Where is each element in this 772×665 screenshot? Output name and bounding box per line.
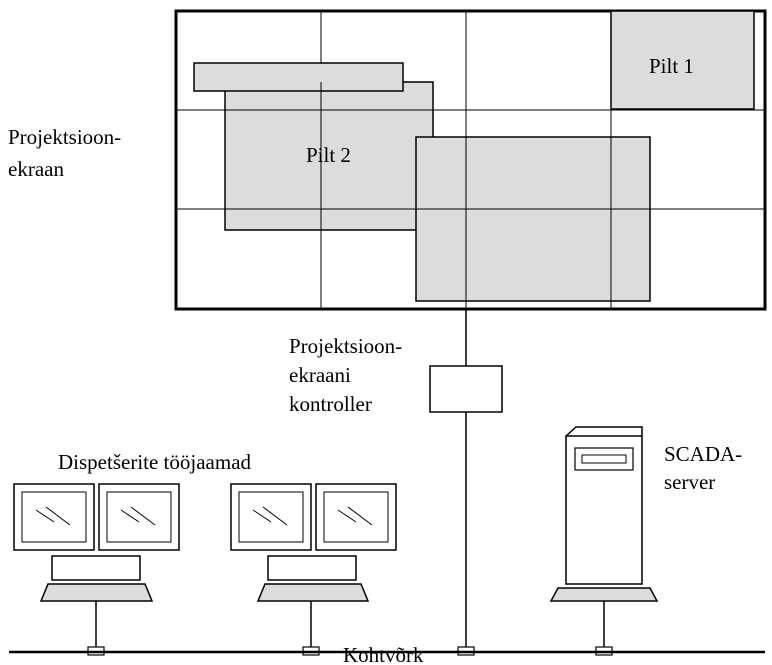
projection-screen: Pilt 1 Pilt 2 bbox=[174, 9, 767, 311]
keyboard-icon bbox=[256, 583, 370, 602]
workstation-1 bbox=[13, 483, 180, 656]
controller-label-line2: ekraani bbox=[289, 363, 351, 387]
projection-screen-label-line1: Projektsioon- bbox=[8, 125, 121, 149]
picture-2-titlebar bbox=[193, 62, 404, 92]
workstations-label: Dispetšerite tööjaamad bbox=[58, 450, 252, 474]
server-label-line1: SCADA- bbox=[664, 442, 742, 466]
controller-label-line3: kontroller bbox=[289, 392, 372, 416]
keyboard-icon bbox=[549, 587, 659, 602]
projection-screen-label-line2: ekraan bbox=[8, 157, 64, 181]
server-label-line2: server bbox=[664, 470, 715, 494]
picture-1-label: Pilt 1 bbox=[649, 54, 694, 78]
computer-unit-icon bbox=[51, 555, 141, 581]
workstation-2 bbox=[230, 483, 397, 656]
network-label: Kohtvõrk bbox=[343, 643, 424, 665]
picture-3-window bbox=[415, 136, 651, 302]
scada-server bbox=[549, 426, 659, 656]
computer-unit-icon bbox=[267, 555, 357, 581]
controller-box bbox=[429, 365, 503, 413]
picture-1-window bbox=[610, 10, 755, 110]
controller-label-line1: Projektsioon- bbox=[289, 334, 402, 358]
picture-2-label: Pilt 2 bbox=[306, 143, 351, 167]
keyboard-icon bbox=[39, 583, 154, 602]
